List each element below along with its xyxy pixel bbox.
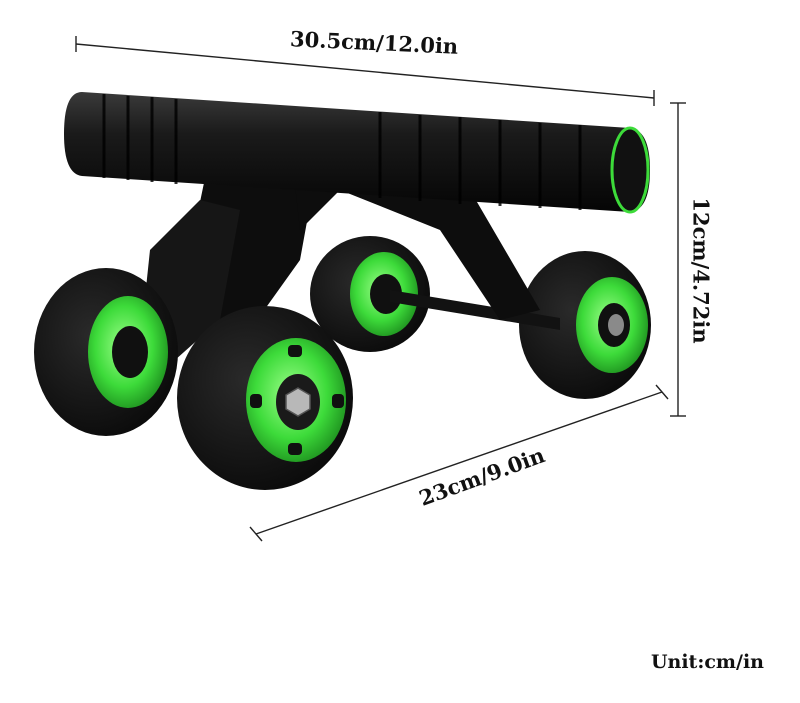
depth-dimension-line — [249, 384, 669, 542]
handle-end-cap — [610, 126, 650, 214]
axle-nut — [285, 387, 311, 417]
height-dimension-line — [670, 102, 686, 417]
width-dimension-line — [75, 36, 655, 106]
rear-right-wheel — [519, 251, 651, 399]
front-left-wheel — [34, 268, 178, 436]
rear-left-wheel — [310, 236, 430, 352]
rear-axle — [390, 290, 560, 330]
handle-grip — [64, 92, 650, 214]
height-dimension-label: 12cm/4.72in — [688, 197, 714, 344]
unit-label: Unit:cm/in — [650, 651, 764, 673]
front-right-wheel — [177, 306, 353, 490]
